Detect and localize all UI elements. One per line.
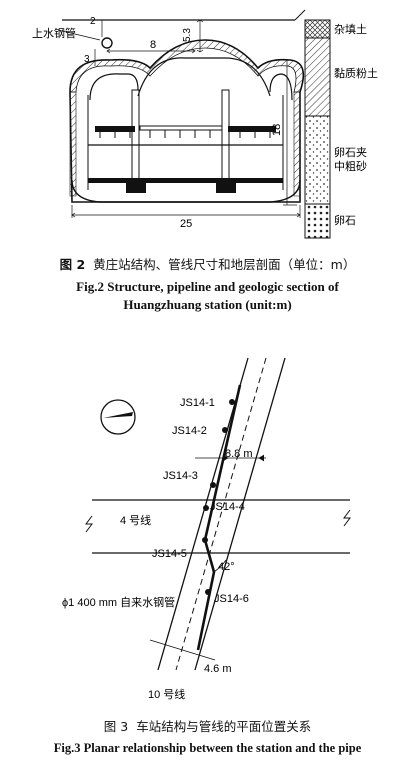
point-js14-2 [222, 427, 228, 433]
figure-3-caption-en: Fig.3 Planar relationship between the st… [53, 741, 362, 755]
point-js14-6 [205, 589, 211, 595]
figure-2-caption-cn: 图 2 黄庄站结构、管线尺寸和地层剖面（单位：m） [0, 254, 415, 273]
point-js14-1 [229, 399, 235, 405]
dim-8-label: 8 [150, 39, 156, 51]
pipe-label-fig3: ϕ1 400 mm 自来水钢管 [62, 595, 175, 609]
layer-silt-label: 黏质粉土 [334, 66, 378, 80]
label-js14-2: JS14-2 [172, 425, 207, 437]
figure-3-caption-cn: 图 3 车站结构与管线的平面位置关系 [0, 716, 415, 735]
figure-2-section-drawing: 上水钢管 2 3 8 5.3 18 25 杂填土 黏质粉土 卵石夹 中粗砂 卵石 [32, 9, 378, 239]
pipe-label: 上水钢管 [32, 26, 76, 40]
figure-2-caption-en-2: Huangzhuang station (unit:m) [123, 297, 292, 312]
point-js14-3 [210, 482, 216, 488]
layer-silt [304, 37, 331, 117]
figure-2-number: 图 2 [59, 257, 86, 272]
dim-3-label: 3 [84, 54, 90, 65]
dim-18-label: 18 [271, 124, 283, 136]
dim-53-label: 5.3 [182, 28, 193, 42]
water-pipe-line [196, 384, 242, 651]
point-js14-5 [202, 537, 208, 543]
dim-25-label: 25 [180, 218, 192, 230]
figure-3-title-cn: 车站结构与管线的平面位置关系 [136, 719, 312, 734]
label-js14-1: JS14-1 [180, 397, 215, 409]
label-js14-4: JS14-4 [210, 501, 245, 513]
width-bottom-label: 4.6 m [204, 663, 232, 675]
layer-fill-soil [304, 19, 331, 39]
label-js14-6: JS14-6 [214, 593, 249, 605]
dim-2-label: 2 [90, 16, 96, 27]
layer-sand-gravel [304, 115, 331, 205]
figure-2-title-cn: 黄庄站结构、管线尺寸和地层剖面（单位：m） [93, 257, 356, 272]
point-js14-4 [203, 505, 209, 511]
layer-sand-label-2: 中粗砂 [334, 160, 367, 173]
label-js14-3: JS14-3 [163, 470, 198, 482]
figure-3-number: 图 3 [103, 719, 129, 734]
figure-3-plan-drawing: JS14-1 JS14-2 JS14-3 JS14-4 JS14-5 JS14-… [62, 357, 351, 701]
layer-fill-label: 杂填土 [334, 22, 367, 36]
line-4-label: 4 号线 [120, 513, 151, 527]
line-10-label: 10 号线 [148, 687, 185, 701]
width-top-label: 8.8 m [225, 448, 253, 460]
label-js14-5: JS14-5 [152, 548, 187, 560]
north-arrow-icon [100, 399, 136, 435]
pipe-circle [101, 37, 113, 49]
figure-2-caption-en-1: Fig.2 Structure, pipeline and geologic s… [76, 279, 339, 294]
angle-label: 42° [218, 561, 235, 573]
layer-pebble-label: 卵石 [334, 214, 356, 227]
layer-sand-label-1: 卵石夹 [334, 146, 367, 159]
layer-pebble [304, 203, 331, 239]
